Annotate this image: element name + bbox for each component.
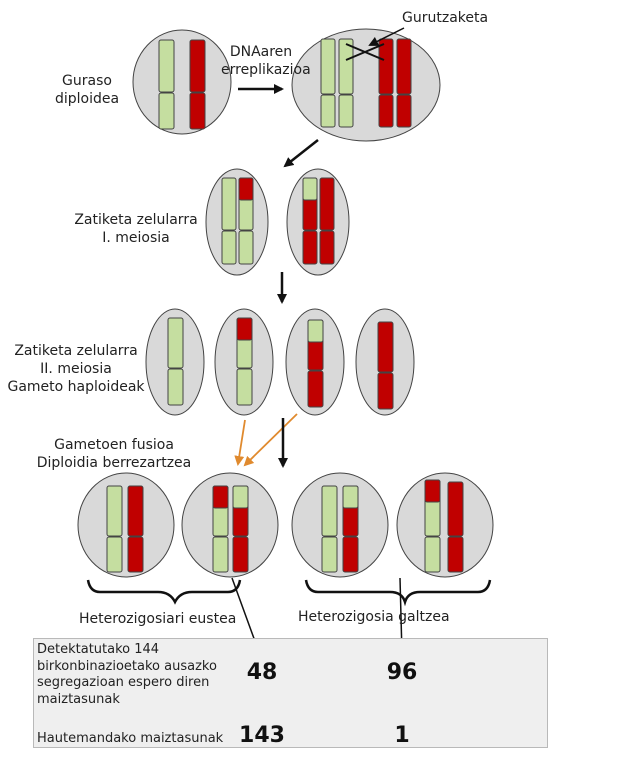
expected-kept-value: 48	[246, 660, 278, 685]
parent-diploid-label: Guraso diploidea	[45, 72, 129, 108]
meiosis-one-arrow	[283, 139, 319, 168]
meiosis-two-line-3: Gameto haploideak	[7, 379, 145, 395]
observed-kept-value: 143	[239, 723, 285, 748]
meiosis-one-label: Zatiketa zelularra I. meiosia	[66, 211, 206, 247]
diploid-cell-3	[291, 472, 389, 578]
fusion-label: Gametoen fusioa Diploidia berrezartzea	[28, 436, 200, 472]
fusion-arrow-1	[234, 419, 246, 466]
expected-label-line-1: Detektatutako 144	[37, 642, 160, 657]
meiosis-one-cell-right	[286, 168, 350, 276]
fusion-arrow-2	[243, 413, 298, 467]
parent-cell	[132, 29, 232, 135]
green-chromosome	[158, 39, 175, 130]
replicated-cell	[291, 28, 441, 142]
crossover-label: Gurutzaketa	[402, 10, 489, 26]
crossover-pointer-arrow	[368, 27, 405, 46]
observed-lost-value: 1	[394, 723, 410, 748]
meiosis-two-line-1: Zatiketa zelularra	[14, 343, 138, 359]
diploid-cell-2	[181, 472, 279, 578]
expected-label-line-2: birkonbinazioetako ausazko	[37, 658, 217, 674]
frequency-table: Detektatutako 144 birkonbinazioetako aus…	[33, 638, 548, 748]
meiosis-one-line-1: Zatiketa zelularra	[74, 212, 198, 228]
gamete-3	[285, 308, 345, 416]
brace-heterozygosity-kept	[86, 579, 242, 605]
expected-label-line-3: segregazioan espero diren	[37, 675, 210, 690]
fusion-line-1: Gametoen fusioa	[54, 437, 174, 453]
brace-heterozygosity-lost	[304, 579, 492, 607]
expected-frequency-label: Detektatutako 144 birkonbinazioetako aus…	[37, 642, 237, 708]
expected-lost-value: 96	[386, 660, 418, 685]
parent-diploid-line-1: Guraso	[62, 73, 112, 89]
gamete-2	[214, 308, 274, 416]
red-chromosome	[189, 39, 206, 130]
dna-replication-label: DNAaren erreplikazioa	[221, 43, 311, 79]
dna-replication-line-1: DNAaren	[229, 44, 293, 60]
fusion-line-2: Diploidia berrezartzea	[36, 455, 192, 471]
diploid-cell-4	[396, 472, 494, 578]
meiosis-one-line-2: I. meiosia	[102, 230, 170, 246]
parent-diploid-line-2: diploidea	[54, 91, 120, 107]
diploid-cell-1	[77, 472, 175, 578]
gamete-4	[355, 308, 415, 416]
meiosis-one-cell-left	[205, 168, 269, 276]
dna-replication-line-2: erreplikazioa	[221, 62, 311, 78]
observed-frequency-label: Hautemandako maiztasunak	[37, 731, 224, 746]
meiosis-two-line-2: II. meiosia	[40, 361, 112, 377]
gamete-1	[145, 308, 205, 416]
heterozygosity-lost-label: Heterozigosia galtzea	[298, 609, 450, 625]
meiosis-two-label: Zatiketa zelularra II. meiosia Gameto ha…	[6, 342, 146, 396]
crossover-mark	[345, 43, 385, 61]
heterozygosity-kept-label: Heterozigosiari eustea	[79, 611, 237, 627]
expected-label-line-4: maiztasunak	[37, 691, 120, 707]
